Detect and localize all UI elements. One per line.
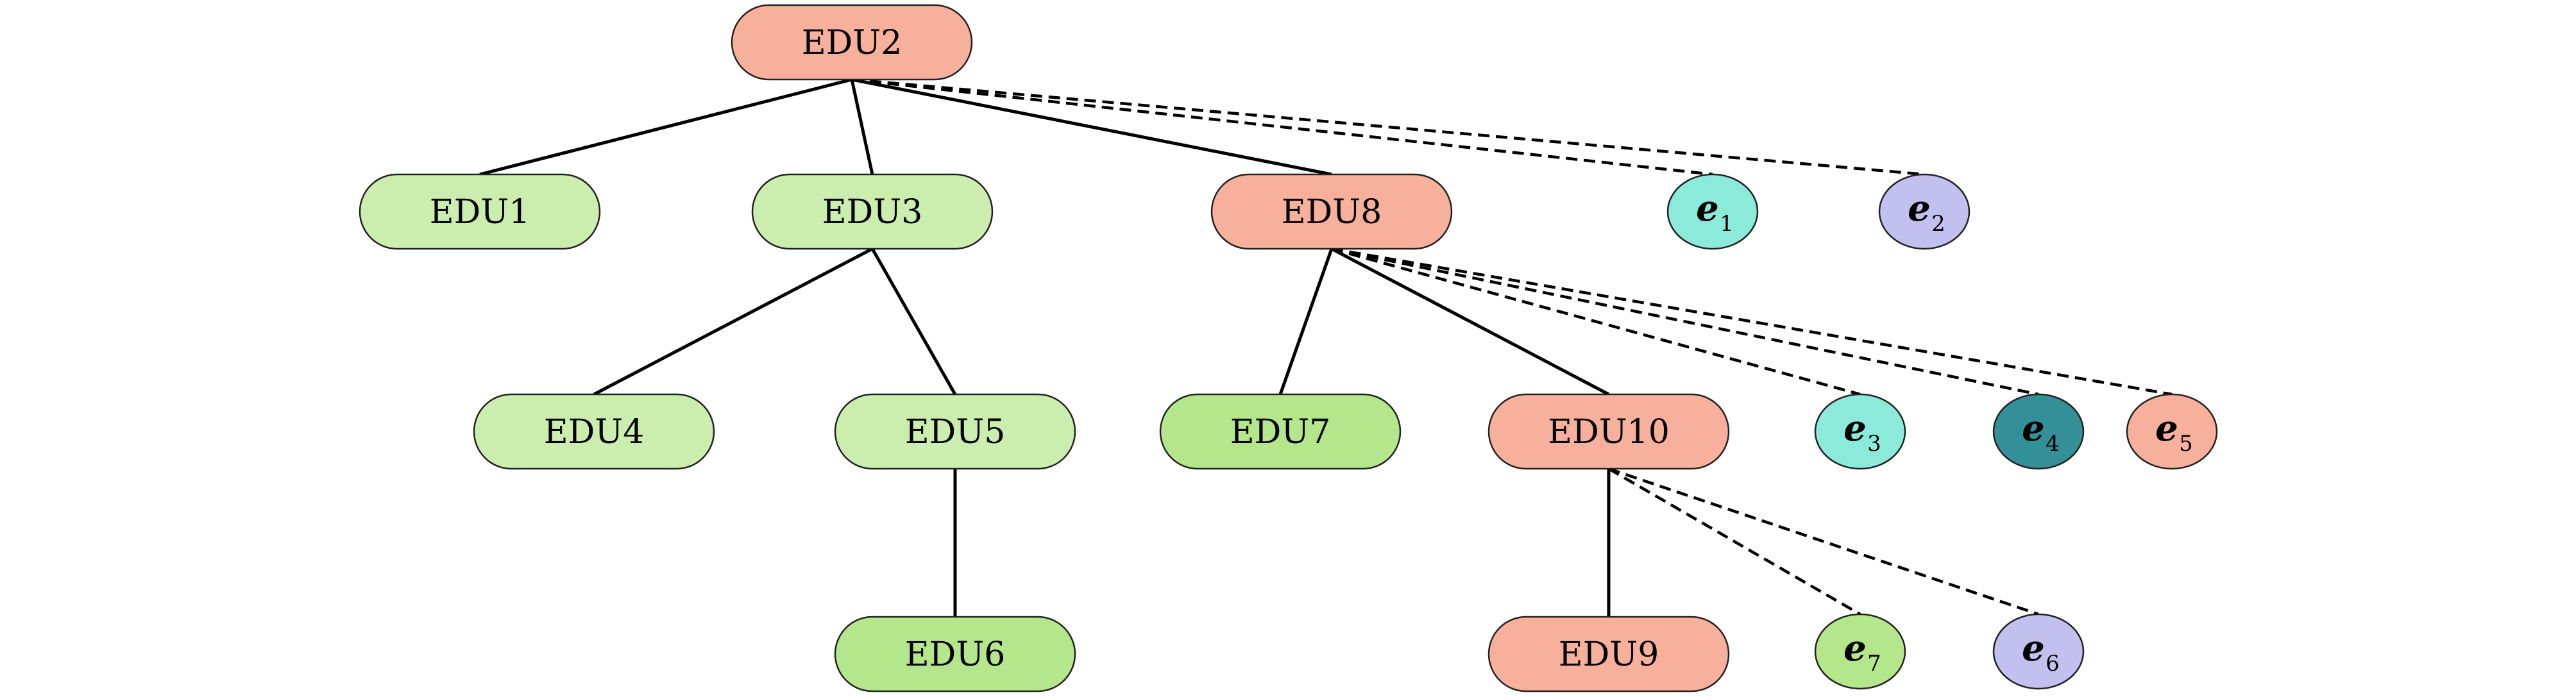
edge-edu3-edu5 [870,248,957,396]
entity-shape-e7 [1814,613,1906,690]
node-label-edu1: EDU1 [430,193,530,231]
node-label-edu8: EDU8 [1282,193,1382,231]
node-label-edu5: EDU5 [905,413,1006,451]
node-edu3: EDU3 [751,173,994,250]
dashed-edge-edu10-e6 [1608,467,2039,616]
edges-layer [479,78,2173,617]
entity-subscript-e6: 6 [2046,651,2060,676]
node-edu5: EDU5 [834,393,1076,470]
dashed-edge-edu10-e7 [1607,467,1861,616]
node-shape-edu3 [751,173,994,250]
node-label-edu2: EDU2 [802,24,902,62]
entity-label-e7: e [1843,627,1867,669]
node-edu8: EDU8 [1210,173,1453,250]
entity-shape-e4 [1992,393,2085,470]
node-shape-edu2 [731,4,973,81]
node-label-edu9: EDU9 [1559,635,1659,674]
edge-edu2-edu8 [851,78,1332,176]
node-shape-edu9 [1487,616,1730,693]
edge-edu2-edu1 [479,78,852,176]
node-label-edu3: EDU3 [822,193,923,231]
node-shape-edu1 [359,173,601,250]
node-label-edu7: EDU7 [1230,413,1331,451]
entity-label-e6: e [2022,627,2045,669]
entity-shape-e6 [1992,613,2085,690]
entity-shape-e5 [2126,393,2218,470]
edge-edu2-edu3 [850,79,874,175]
entity-shape-e2 [1878,173,1970,250]
node-shape-edu6 [834,616,1076,693]
entity-subscript-e2: 2 [1931,211,1945,237]
node-edu4: EDU4 [473,393,715,470]
node-edu9: EDU9 [1487,616,1730,693]
node-shape-edu5 [834,393,1076,470]
node-label-edu4: EDU4 [544,413,645,451]
dashed-edge-edu8-e3 [1331,247,1861,396]
entity-subscript-e3: 3 [1867,431,1881,457]
node-shape-edu8 [1210,173,1453,250]
entity-subscript-e7: 7 [1867,651,1881,676]
dashed-edge-edu2-e1 [851,78,1713,176]
entity-shape-e3 [1814,393,1906,470]
node-shape-edu4 [473,393,715,470]
entity-subscript-e4: 4 [2046,431,2060,457]
edge-edu8-edu7 [1278,248,1334,395]
edge-edu8-edu10 [1330,247,1610,396]
dashed-edge-edu8-e4 [1331,247,2039,396]
edge-edu3-edu4 [593,247,874,396]
entity-subscript-e1: 1 [1720,211,1734,237]
entity-label-e1: e [1696,187,1719,230]
node-edu1: EDU1 [359,173,601,250]
node-edu7: EDU7 [1159,393,1402,470]
entity-subscript-e5: 5 [2179,431,2193,457]
node-label-edu10: EDU10 [1548,413,1670,451]
node-edu2: EDU2 [731,4,973,81]
node-edu6: EDU6 [834,616,1076,693]
node-label-edu6: EDU6 [905,635,1006,674]
node-shape-edu7 [1159,393,1402,470]
entity-label-e5: e [2155,407,2178,449]
entity-shape-e1 [1666,173,1759,250]
node-shape-edu10 [1487,393,1730,470]
dashed-edge-edu8-e5 [1331,247,2173,396]
entity-label-e4: e [2022,407,2045,449]
entity-label-e3: e [1843,407,1867,449]
node-edu10: EDU10 [1487,393,1730,470]
dashed-edge-edu2-e2 [851,78,1925,176]
entity-label-e2: e [1908,187,1931,230]
